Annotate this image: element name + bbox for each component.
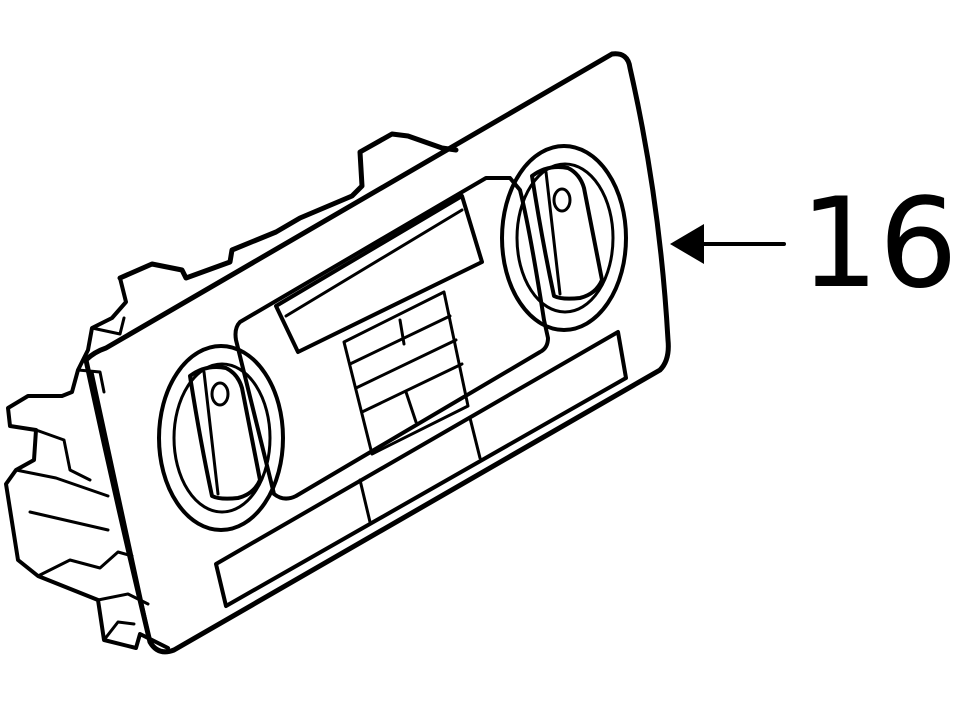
left-knob — [157, 344, 285, 532]
face-plate — [83, 51, 671, 655]
rear-housing — [4, 131, 459, 650]
bottom-button-bars — [214, 330, 628, 608]
center-panel — [233, 176, 550, 501]
right-knob — [500, 144, 628, 332]
callout-number: 16 — [800, 172, 958, 316]
callout-arrow — [670, 224, 786, 264]
